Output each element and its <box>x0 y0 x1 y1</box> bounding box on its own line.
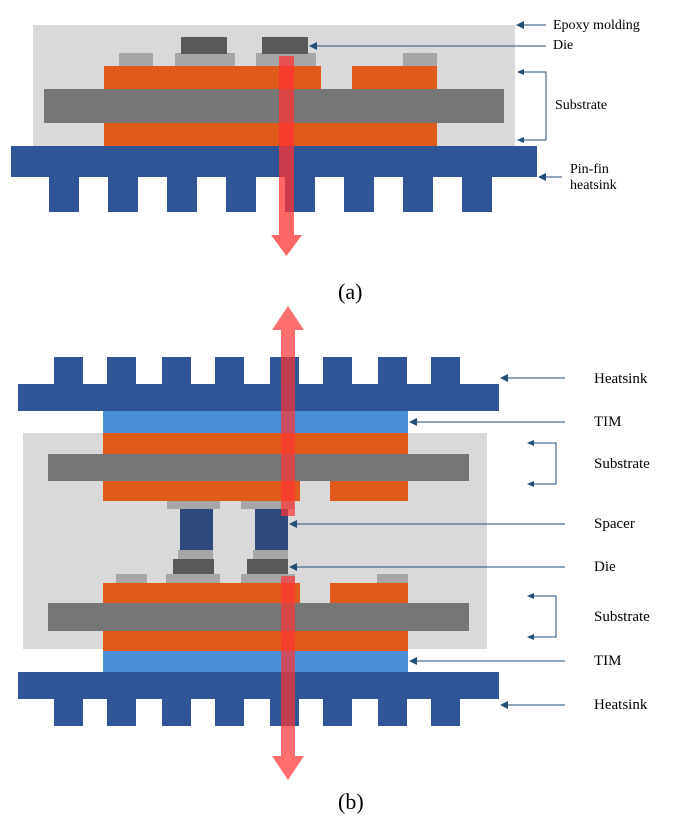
caption-a: (a) <box>338 279 363 304</box>
pad <box>377 574 408 583</box>
copper-layer <box>103 433 408 454</box>
die <box>181 37 227 54</box>
pad <box>253 550 288 559</box>
tim-top <box>103 411 408 433</box>
copper-layer <box>104 123 437 146</box>
label-die: Die <box>553 38 574 53</box>
copper-layer <box>104 66 321 89</box>
heatsink-bottom <box>18 672 499 726</box>
pad <box>175 53 235 66</box>
label-spacer: Spacer <box>594 516 635 532</box>
die <box>247 559 288 574</box>
substrate-core <box>48 603 469 631</box>
pad <box>116 574 147 583</box>
spacer <box>180 509 213 550</box>
heat-flow-arrow-down <box>272 576 304 780</box>
copper-layer <box>352 66 437 89</box>
pad <box>241 574 295 583</box>
heat-flow-arrow-up <box>272 306 304 516</box>
label-heatsink: heatsink <box>570 178 617 193</box>
diagram-a <box>11 21 562 256</box>
die <box>173 559 214 574</box>
label-die-b: Die <box>594 559 616 575</box>
label-substrate: Substrate <box>555 98 608 113</box>
heatsink-base <box>11 146 537 177</box>
pad <box>166 574 220 583</box>
pad <box>167 501 220 509</box>
label-heatsink-bottom: Heatsink <box>594 697 648 713</box>
pad <box>241 501 294 509</box>
label-substrate-bottom: Substrate <box>594 609 650 625</box>
label-tim-top: TIM <box>594 414 622 430</box>
substrate-bracket <box>519 71 547 141</box>
label-epoxy-molding: Epoxy molding <box>553 18 640 33</box>
heatsink-top <box>18 357 499 411</box>
substrate-core <box>44 89 504 123</box>
diagram-b <box>18 306 565 780</box>
pad <box>403 53 437 66</box>
label-pin-fin: Pin-fin <box>570 162 609 177</box>
caption-b: (b) <box>338 789 364 814</box>
pad <box>119 53 153 66</box>
copper-layer <box>103 631 408 651</box>
copper-layer <box>103 481 300 501</box>
substrate-core <box>48 454 469 481</box>
copper-layer <box>103 583 300 603</box>
label-substrate-top: Substrate <box>594 456 650 472</box>
substrate-top-bracket <box>529 442 557 485</box>
copper-layer <box>330 481 408 501</box>
tim-bottom <box>103 651 408 672</box>
heat-flow-arrow <box>271 56 302 256</box>
label-tim-bottom: TIM <box>594 653 622 669</box>
heatsink-fins <box>49 177 492 212</box>
pad <box>178 550 213 559</box>
label-heatsink-top: Heatsink <box>594 371 648 387</box>
substrate-bottom-bracket <box>529 595 557 638</box>
die <box>262 37 308 54</box>
copper-layer <box>330 583 408 603</box>
